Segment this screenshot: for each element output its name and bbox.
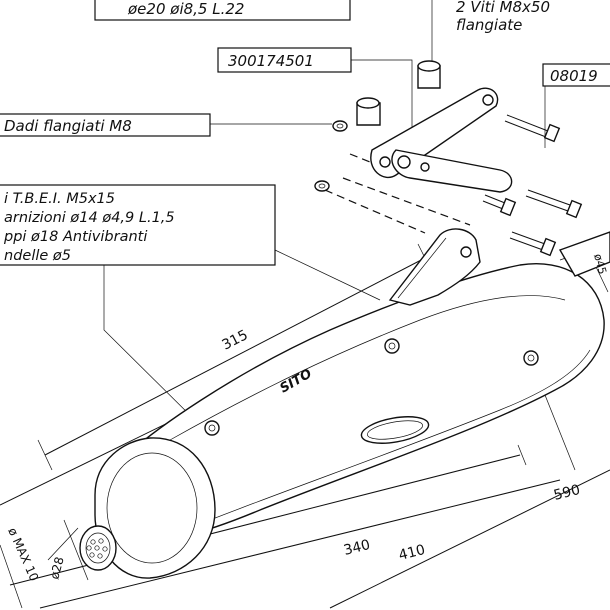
oval-badge <box>360 416 430 444</box>
svg-text:øe20 øi8,5 L.22: øe20 øi8,5 L.22 <box>127 0 244 18</box>
dim-d45: ø45 <box>591 252 609 275</box>
dim-d28: ø28 <box>47 555 66 580</box>
svg-text:ndelle ø5: ndelle ø5 <box>4 248 71 264</box>
svg-text:arnizioni ø14 ø4,9 L.1,5: arnizioni ø14 ø4,9 L.1,5 <box>4 210 175 226</box>
dim-340: 340 <box>342 537 372 559</box>
bolt-2 <box>525 189 583 219</box>
muffler-body <box>109 263 605 542</box>
outlet-pipe-inner <box>85 532 111 564</box>
label-right-code: 08019 <box>542 63 610 87</box>
muffler-contour <box>169 295 566 441</box>
label-nuts: Dadi flangiati M8 <box>0 113 211 137</box>
dim-410: 410 <box>397 542 427 564</box>
muffler-bracket <box>388 228 481 306</box>
top-bracket-assembly <box>314 60 583 257</box>
leader-kit <box>103 262 206 431</box>
svg-text:Dadi flangiati M8: Dadi flangiati M8 <box>4 117 132 135</box>
muffler-end-cap <box>94 437 216 579</box>
label-kit: i T.B.E.I. M5x15 arnizioni ø14 ø4,9 L.1,… <box>0 184 276 266</box>
svg-text:08019: 08019 <box>550 67 598 85</box>
bolt-3 <box>482 194 517 217</box>
dim-590: 590 <box>552 482 582 504</box>
outlet-pipe <box>79 525 117 571</box>
mount-boss-1 <box>204 420 220 436</box>
muffler: SITO <box>79 231 610 579</box>
bracket-hole <box>460 246 472 258</box>
bolt-4 <box>509 231 557 257</box>
link-plate-2 <box>391 149 513 193</box>
mount-boss-2 <box>384 338 400 354</box>
svg-text:300174501: 300174501 <box>228 52 314 70</box>
leader-lines <box>103 0 601 431</box>
label-top-right: 2 Viti M8x50 flangiate <box>456 0 550 34</box>
bracket-plate <box>388 228 481 306</box>
dim-315: 315 <box>220 327 251 353</box>
svg-text:ppi ø18 Antivibranti: ppi ø18 Antivibranti <box>3 229 147 245</box>
leader-part-number <box>351 59 413 130</box>
muffler-contour-lower <box>209 349 591 521</box>
outlet-holes <box>86 538 108 559</box>
label-part-number: 300174501 <box>217 47 352 73</box>
end-cap-ring <box>106 452 198 564</box>
label-top-left: øe20 øi8,5 L.22 <box>94 0 351 21</box>
nut-2 <box>314 180 330 192</box>
svg-text:flangiate: flangiate <box>456 16 522 34</box>
nut-1 <box>332 120 348 132</box>
bolt-1 <box>504 114 561 143</box>
svg-text:2 Viti M8x50: 2 Viti M8x50 <box>456 0 550 16</box>
inlet-pipe <box>558 231 610 277</box>
svg-text:i T.B.E.I. M5x15: i T.B.E.I. M5x15 <box>4 191 115 207</box>
leader-kit-2 <box>274 249 381 301</box>
mount-boss-3 <box>523 350 539 366</box>
